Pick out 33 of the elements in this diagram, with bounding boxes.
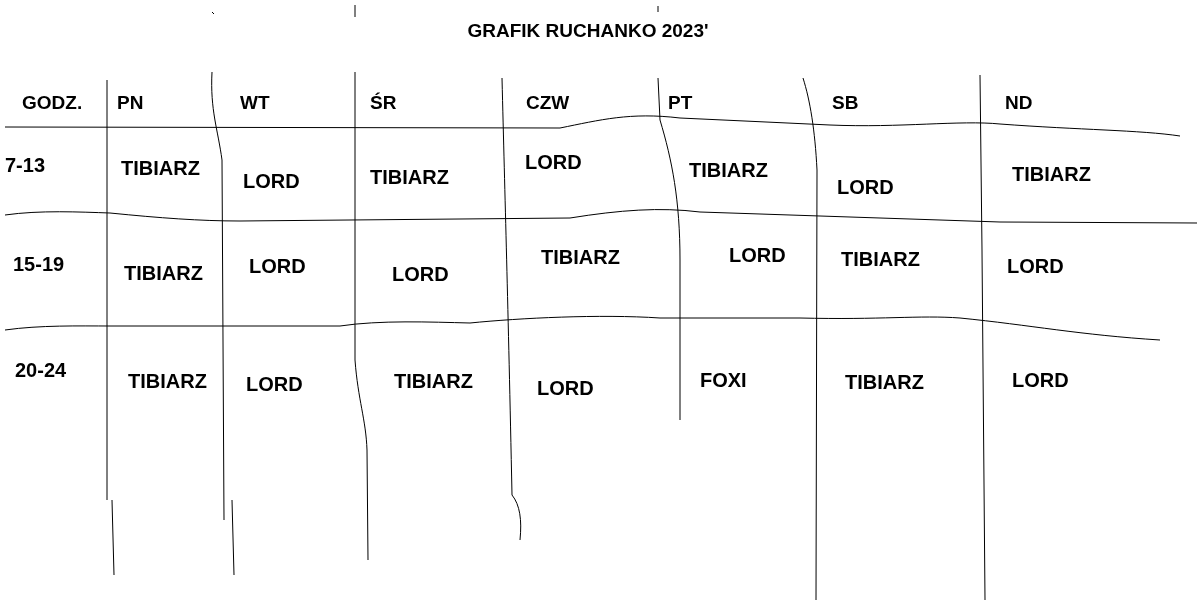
title: GRAFIK RUCHANKO 2023' [467, 20, 709, 42]
table-cell-text: TIBIARZ [124, 261, 203, 285]
column-header: PN [117, 92, 144, 114]
table-cell-text: TIBIARZ [689, 158, 768, 182]
table-cell-text: LORD [1007, 254, 1064, 278]
table-cell-text: LORD [243, 169, 300, 193]
column-header: ŚR [370, 92, 397, 114]
row-header: 7-13 [5, 153, 46, 177]
row-header: 15-19 [13, 252, 65, 276]
table-cell-text: TIBIARZ [370, 165, 449, 189]
table-cell-text: LORD [392, 262, 449, 286]
table-cell-text: TIBIARZ [1012, 162, 1091, 186]
table-cell-text: TIBIARZ [841, 247, 920, 271]
table-cell-text: LORD [525, 150, 582, 174]
table-cell-text: TIBIARZ [845, 370, 924, 394]
table-cell-text: LORD [249, 254, 306, 278]
table-cell-text: LORD [537, 376, 594, 400]
table-cell-text: FOXI [700, 368, 747, 392]
table-cell-text: LORD [1012, 368, 1069, 392]
table-cell-text: LORD [729, 243, 786, 267]
row-header: 20-24 [15, 358, 67, 382]
table-cell-text: TIBIARZ [541, 245, 620, 269]
table-cell-text: LORD [837, 175, 894, 199]
table-cell-text: LORD [246, 372, 303, 396]
column-header: SB [832, 92, 859, 114]
column-header: ND [1005, 92, 1033, 114]
table-cell-text: TIBIARZ [121, 156, 200, 180]
column-header: WT [240, 92, 270, 114]
table-cell-text: TIBIARZ [394, 369, 473, 393]
column-header: PT [668, 92, 693, 114]
column-header: CZW [526, 92, 570, 114]
column-header: GODZ. [22, 92, 83, 114]
table-cell-text: TIBIARZ [128, 369, 207, 393]
